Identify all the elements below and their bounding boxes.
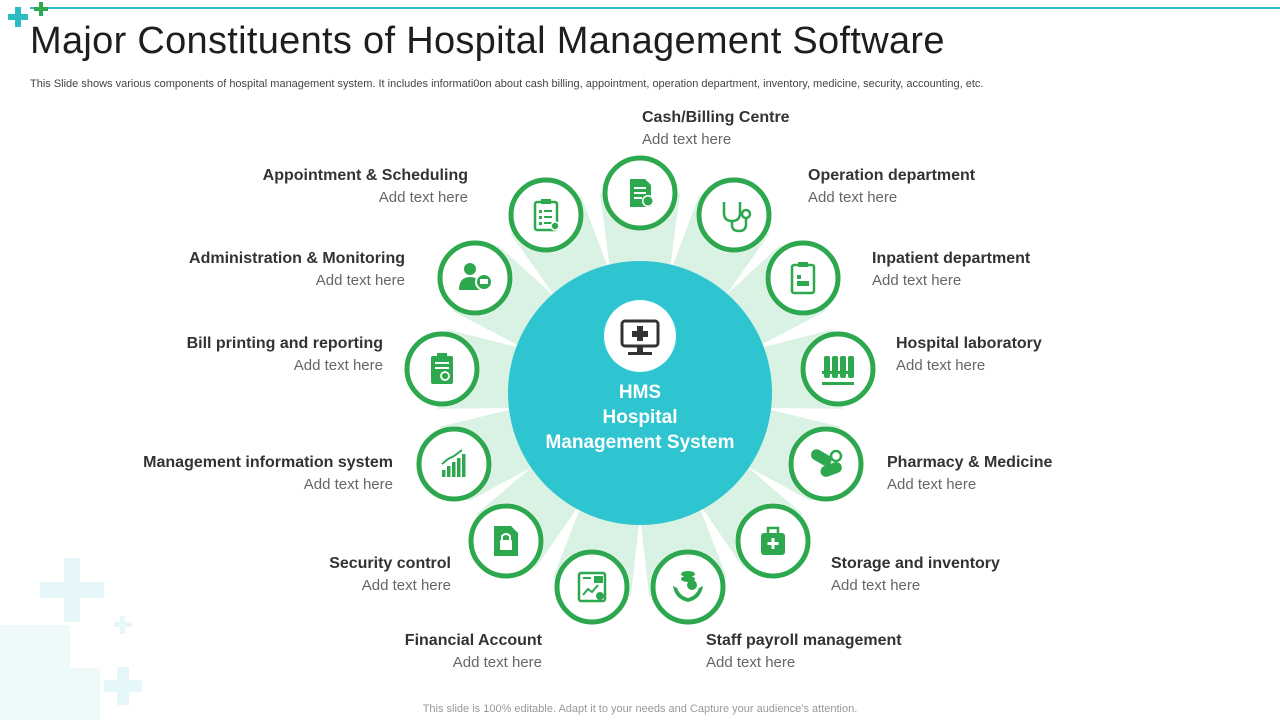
node-title: Hospital laboratory [896,335,1042,352]
hub-line-3: Management System [545,432,735,453]
clipboard-bed-icon [790,262,816,295]
node-test-tubes [800,331,876,407]
node-title: Storage and inventory [831,555,1000,572]
node-subtitle: Add text here [642,131,732,148]
node-calculator-chart [554,549,630,625]
hub-icon [604,300,676,372]
node-title: Management information system [143,454,393,471]
user-monitor-icon [459,263,493,291]
node-title: Appointment & Scheduling [262,167,468,184]
node-ring [765,240,841,316]
node-subtitle: Add text here [896,357,986,374]
node-report-clipboard [404,331,480,407]
node-bar-chart [416,426,492,502]
medical-bag-icon [761,526,785,555]
pills-icon [810,449,843,477]
node-hand-coins [650,549,726,625]
footer-note: This slide is 100% editable. Adapt it to… [422,703,858,715]
node-title: Pharmacy & Medicine [887,454,1053,471]
node-subtitle: Add text here [831,577,921,594]
hub-label: HMS Hospital Management System [510,380,770,455]
node-subtitle: Add text here [378,189,468,206]
node-stethoscope [696,177,772,253]
node-ring [554,549,630,625]
corner-plus-icon [8,2,48,27]
page-title: Major Constituents of Hospital Managemen… [30,20,945,62]
hand-coins-icon [673,571,703,602]
node-subtitle: Add text here [706,654,796,671]
bar-chart-icon [441,449,466,477]
node-title: Staff payroll management [706,632,902,649]
node-ring [508,177,584,253]
node-title: Operation department [808,167,976,184]
hub-line-1: HMS [618,382,662,403]
page-subtitle: This Slide shows various components of h… [30,78,984,90]
node-subtitle: Add text here [293,357,383,374]
node-ring [696,177,772,253]
checklist-icon [533,199,560,232]
node-clipboard-bed [765,240,841,316]
node-subtitle: Add text here [361,577,451,594]
node-title: Bill printing and reporting [186,335,383,352]
node-title: Security control [329,555,451,572]
hub-circle [508,261,772,525]
stethoscope-icon [722,202,752,233]
hub-line-2: Hospital [602,407,678,428]
node-title: Inpatient department [872,250,1031,267]
top-accent-line [30,7,1280,9]
component-nodes [404,155,876,625]
node-pills [788,426,864,502]
calculator-chart-icon [577,571,607,603]
test-tubes-icon [822,356,854,385]
report-clipboard-icon [431,353,453,384]
lock-document-icon [494,526,518,556]
node-checklist [508,177,584,253]
billing-document-icon [630,179,654,207]
node-subtitle: Add text here [887,476,977,493]
background-decoration [0,558,142,720]
node-title: Financial Account [404,632,542,649]
node-medical-bag [735,503,811,579]
node-billing-document [602,155,678,231]
node-subtitle: Add text here [808,189,898,206]
node-title: Administration & Monitoring [189,250,405,267]
node-subtitle: Add text here [872,272,962,289]
node-lock-document [468,503,544,579]
node-user-monitor [437,240,513,316]
node-subtitle: Add text here [303,476,393,493]
node-subtitle: Add text here [315,272,405,289]
node-title: Cash/Billing Centre [642,109,790,126]
node-subtitle: Add text here [452,654,542,671]
